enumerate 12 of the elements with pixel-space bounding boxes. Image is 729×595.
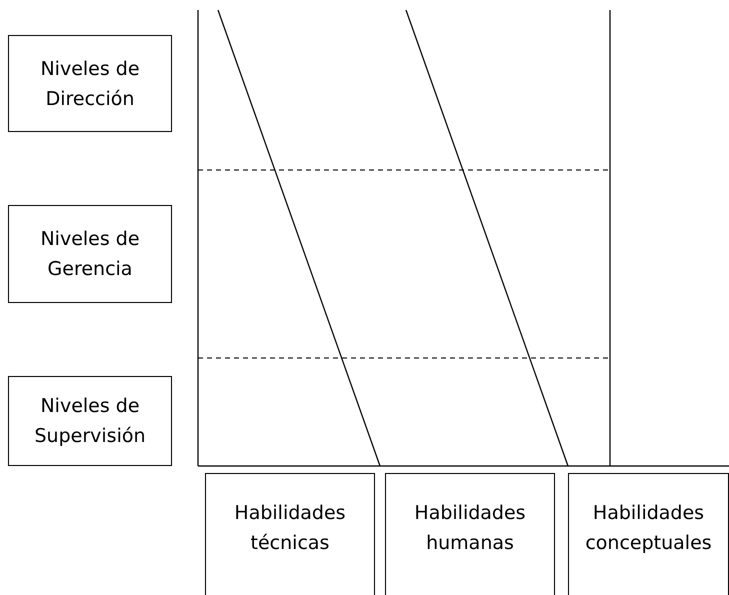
box-label: Habilidades técnicas: [233, 501, 347, 556]
box-label: Niveles de Gerencia: [39, 227, 141, 282]
box-label: Habilidades conceptuales: [584, 501, 713, 556]
box-label: Niveles de Supervisión: [33, 394, 147, 449]
label-box: [568, 473, 729, 595]
label-box: [385, 473, 555, 595]
box-label: Niveles de Dirección: [39, 56, 141, 112]
label-box: [8, 35, 172, 132]
label-box: [8, 376, 172, 466]
label-box: [8, 205, 172, 303]
label-box: [205, 473, 375, 595]
box-label: Habilidades humanas: [413, 501, 527, 556]
